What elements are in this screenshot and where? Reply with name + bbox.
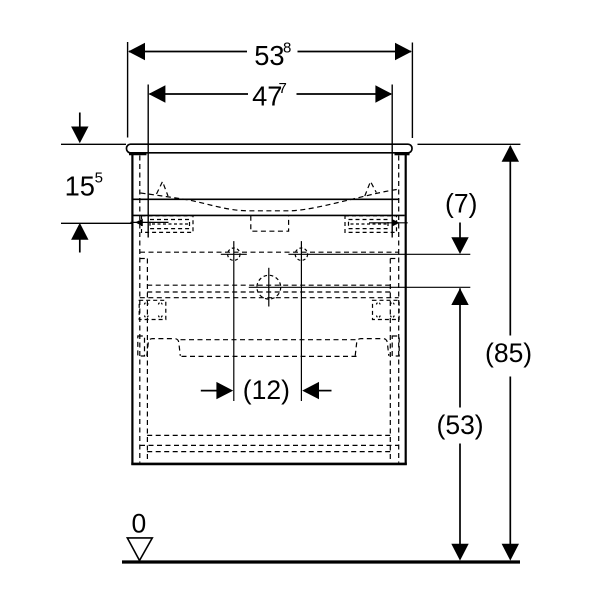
svg-text:15: 15 <box>65 171 95 202</box>
svg-text:53: 53 <box>254 40 284 71</box>
svg-text:(53): (53) <box>437 410 484 440</box>
svg-text:5: 5 <box>95 170 103 187</box>
svg-text:(7): (7) <box>445 189 477 219</box>
svg-text:0: 0 <box>132 509 147 539</box>
svg-text:(85): (85) <box>485 338 532 368</box>
svg-text:47: 47 <box>252 81 282 112</box>
svg-text:(12): (12) <box>243 375 290 405</box>
svg-text:7: 7 <box>279 80 287 97</box>
svg-text:8: 8 <box>283 40 291 57</box>
